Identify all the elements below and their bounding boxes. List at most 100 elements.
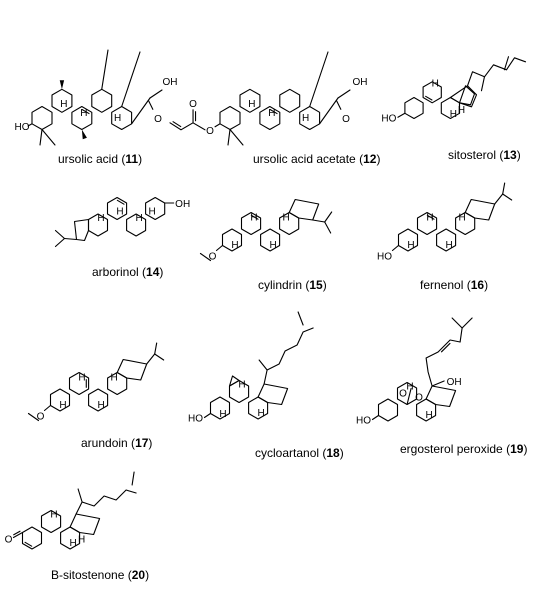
caption-fernenol: fernenol (16) [420,278,489,292]
oh-bond [431,380,445,387]
methyl [27,412,40,422]
h-label: H [116,207,123,218]
c-double-o [336,100,342,110]
side-chain [466,57,527,87]
isopropyl [461,317,473,329]
caption-arborinol: arborinol (14) [92,265,164,279]
oh-bond [27,123,33,127]
caption-ursolic-acid: ursolic acid (11) [58,152,143,166]
alkene-bond [425,95,433,101]
ring [239,88,261,113]
alkene-bond [81,108,90,115]
peroxide-o-label: O [415,393,423,404]
oh-bond [397,112,406,118]
hydroxyl-label: HO [377,252,392,263]
ring [71,105,93,131]
h-label: H [114,113,121,124]
isopropyl [154,353,165,361]
ring-e [288,198,320,221]
c-o [12,531,24,539]
ring [68,371,90,396]
h-label: H [248,99,255,110]
carbonyl-o-label: O [342,114,350,125]
h-label: H [268,108,275,119]
h-label: H [135,213,142,224]
isopropyl [324,211,333,223]
h-label: H [111,373,118,384]
ring [126,213,147,237]
ring [91,88,113,113]
ring-d [425,385,457,408]
ring [260,228,281,252]
isopropyl [494,193,504,205]
isopropyl [154,342,158,355]
h-label: H [445,240,452,251]
ethyl [503,56,510,71]
carboxyl-bond [319,97,339,125]
h-label: H [80,108,87,119]
ring [40,509,62,534]
peroxide-bridge [406,387,412,406]
h-label: H [283,213,290,224]
ring [51,88,73,113]
oh-bond [371,414,380,421]
caption-sitosterol: sitosterol (13) [448,148,521,162]
oh-bond [203,412,212,419]
h-label: H [250,213,257,224]
h-label: H [425,410,432,421]
h-label: H [458,105,465,116]
h-label: H [60,99,67,110]
hydroxyl-label: OH [447,377,462,388]
ring-d [257,383,289,406]
h-label: H [407,240,414,251]
ring [404,96,424,120]
isopropyl [451,317,463,329]
h-label: H [238,380,245,391]
isopropyl [502,193,513,201]
methoxy-o-label: O [37,412,45,423]
ketone-o-label: O [5,535,13,546]
isopropyl [54,229,66,240]
methyl [101,49,109,90]
caption-arundoin: arundoin (17) [81,436,153,450]
hydroxyl-label: OH [175,199,190,210]
h-label: H [219,409,226,420]
carboxyl-oh-label: OH [353,77,368,88]
ethyl [480,76,486,92]
h-label: H [59,400,66,411]
ether-bond [215,244,224,252]
h-label: H [78,373,85,384]
methyl-wedge [59,80,65,90]
alkene-bond [269,108,278,115]
gem-methyl [227,128,231,146]
h-label: H [450,109,457,120]
side-chain [263,327,314,385]
methyl-wedge [81,129,87,140]
ester-bond [214,123,221,128]
caption-b-sitostenone: B-sitostenone (20) [51,568,150,582]
alkene-bond [250,214,259,220]
carboxyl-bond [131,97,151,125]
h-label: H [69,538,76,549]
trans-alkene [440,342,451,353]
h-label: H [302,113,309,124]
h-label: H [406,382,413,393]
peroxide-o-label: O [399,389,407,400]
h-label: H [50,510,57,521]
h-label: H [149,207,156,218]
methyl [199,252,212,262]
ring [106,196,128,221]
oh-bond [391,244,400,252]
ring [88,388,109,412]
isopropyl [312,219,326,223]
caption-ursolic-acid-acetate: ursolic acid acetate (12) [253,152,381,166]
cyclopropane [228,375,240,387]
ring [436,228,457,252]
co-bond [337,89,351,99]
